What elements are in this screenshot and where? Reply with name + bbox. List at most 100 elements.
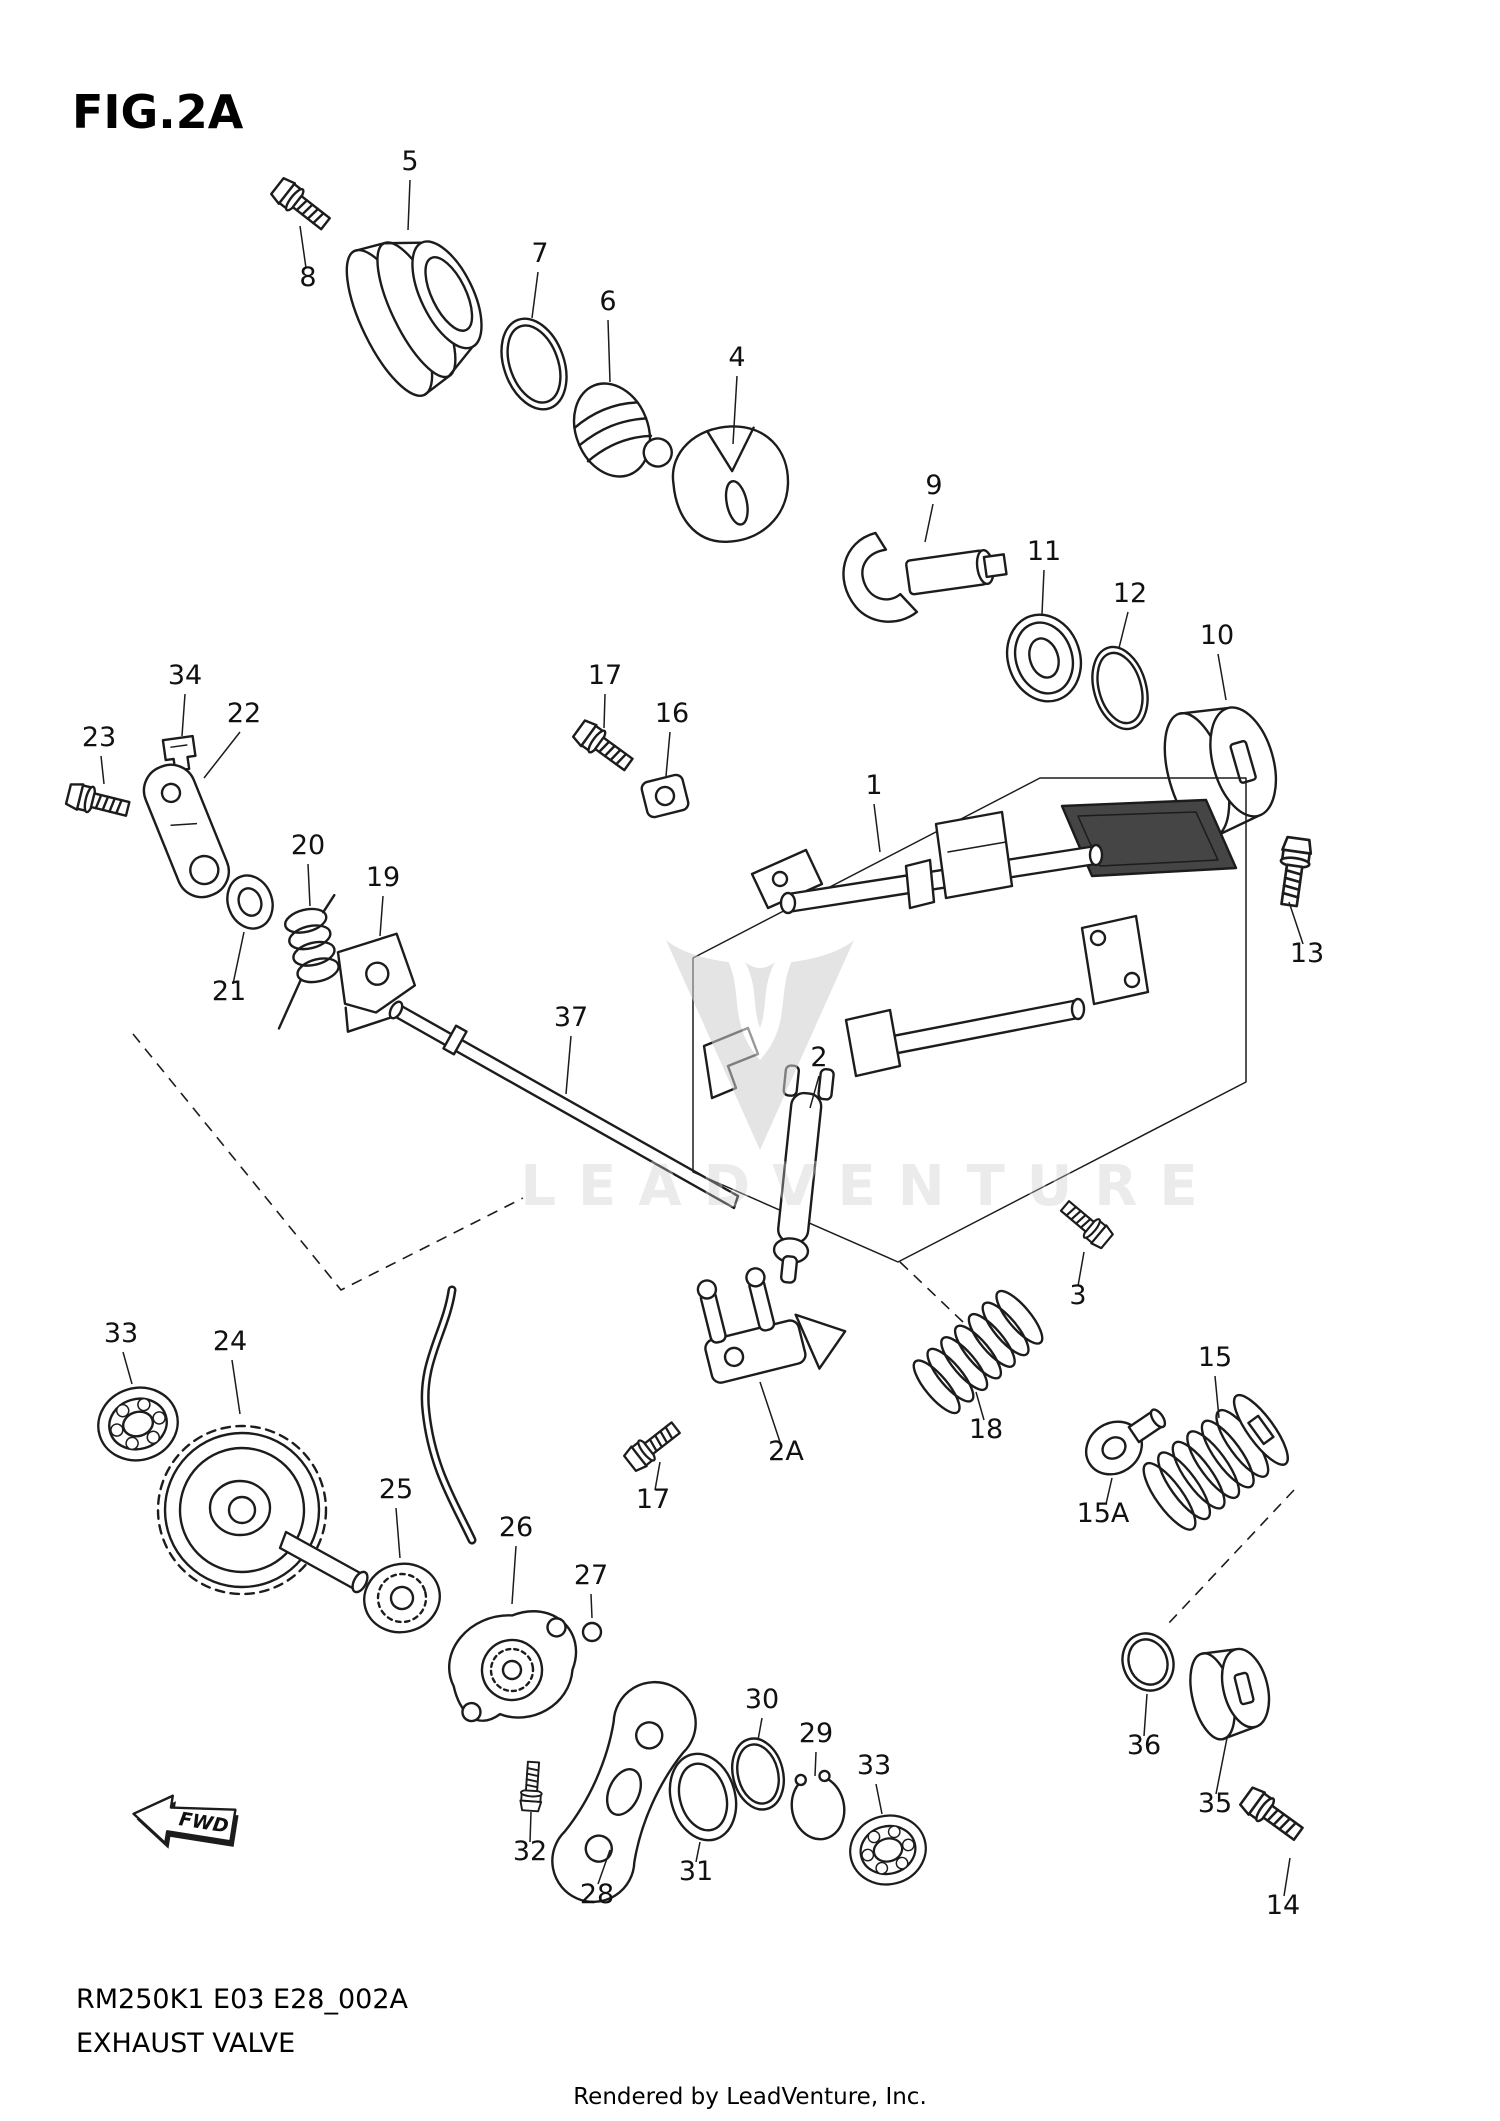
part-15A-seat [1084,1408,1167,1476]
part-name: EXHAUST VALVE [76,2028,295,2059]
part-34-clamp [161,734,197,773]
fwd-arrow: FWD [132,1794,239,1849]
part-label-34: 34 [168,660,202,691]
leader-line-33 [122,1351,133,1385]
part-5-boot [345,240,483,397]
part-label-33: 33 [857,1750,891,1781]
part-label-6: 6 [599,286,616,317]
figure-title: FIG.2A [72,85,244,139]
part-label-37: 37 [554,1002,588,1033]
leader-line-12 [1118,611,1129,649]
leader-line-28 [597,1849,611,1885]
part-label-13: 13 [1290,938,1324,969]
leader-line-22 [203,731,241,779]
part-9-holder [842,531,1008,623]
part-label-8: 8 [299,262,316,293]
part-19-bracket [336,932,417,1033]
watermark: LEADVENTURE [517,940,1201,1222]
leader-line-37 [565,1035,572,1095]
part-4-valve-cam [671,425,790,544]
part-label-10: 10 [1200,620,1234,651]
part-label-19: 19 [366,862,400,893]
part-36-oring [1121,1632,1175,1692]
leader-line-1 [873,803,881,853]
part-2A-bracket [696,1267,847,1384]
part-35-cap [1189,1647,1271,1741]
part-37-rod [388,1000,740,1210]
part-label-15: 15 [1198,1342,1232,1373]
part-label-28: 28 [580,1879,614,1910]
part-21-bushing [226,874,274,930]
part-label-23: 23 [82,722,116,753]
leader-line-27 [590,1593,593,1619]
leader-line-2 [809,1075,820,1109]
leader-line-25 [395,1507,401,1559]
part-7-oring [500,317,568,411]
part-33-bearing-right [841,1806,935,1894]
part-label-1: 1 [865,770,882,801]
part-label-3: 3 [1069,1280,1086,1311]
assembly-guide-lines [132,1033,1295,1625]
part-label-27: 27 [574,1560,608,1591]
part-23-bolt [64,780,133,823]
part-label-11: 11 [1027,536,1061,567]
part-label-9: 9 [925,470,942,501]
part-label-20: 20 [291,830,325,861]
part-label-31: 31 [679,1856,713,1887]
leader-line-3 [1077,1251,1085,1287]
part-label-30: 30 [745,1684,779,1715]
part-17-bolt-lower [621,1416,685,1475]
part-14-bolt [1237,1783,1308,1847]
leader-line-13 [1288,901,1304,945]
part-25-washer [363,1562,441,1634]
part-2-lever [772,1064,835,1284]
part-label-33: 33 [104,1318,138,1349]
leader-line-31 [695,1841,701,1863]
part-31-gasket [668,1752,738,1842]
part-30-ring [731,1737,785,1811]
part-label-36: 36 [1127,1730,1161,1761]
leader-line-11 [1041,569,1045,615]
part-label-16: 16 [655,698,689,729]
part-20-spring [277,893,340,1030]
part-18-spring [912,1289,1044,1415]
leader-line-9 [924,503,934,543]
part-label-24: 24 [213,1326,247,1357]
leader-line-8 [299,225,307,269]
part-15-spring [1142,1393,1289,1531]
part-label-2: 2 [810,1042,827,1073]
part-label-14: 14 [1266,1890,1300,1921]
part-label-21: 21 [212,976,246,1007]
leader-line-17 [603,693,606,729]
leader-line-32 [529,1811,532,1843]
part-8-bolt [268,174,335,236]
part-26-housing [448,1610,578,1723]
leader-line-2A [759,1381,781,1443]
part-label-12: 12 [1113,578,1147,609]
leader-line-10 [1217,653,1227,701]
part-33-bearing-left [88,1377,188,1471]
part-label-4: 4 [728,342,745,373]
leader-line-20 [307,863,311,907]
part-label-29: 29 [799,1718,833,1749]
leader-line-5 [407,179,411,231]
leader-line-21 [232,931,245,985]
leader-line-34 [181,693,186,737]
part-label-2A: 2A [768,1436,804,1467]
part-label-5: 5 [401,146,418,177]
part-label-17: 17 [588,660,622,691]
leader-line-16 [665,731,671,777]
part-13-bolt [1273,835,1314,909]
part-16-plate [640,773,690,819]
model-code: RM250K1 E03 E28_002A [76,1984,409,2015]
part-label-15A: 15A [1077,1498,1130,1529]
leader-line-4 [732,375,738,445]
part-6-bushing [572,382,673,478]
leader-line-30 [757,1717,763,1741]
leader-line-15 [1214,1375,1220,1419]
leader-line-29 [814,1751,817,1777]
part-label-18: 18 [969,1414,1003,1445]
leader-line-33 [875,1783,883,1815]
leader-line-19 [379,895,384,937]
